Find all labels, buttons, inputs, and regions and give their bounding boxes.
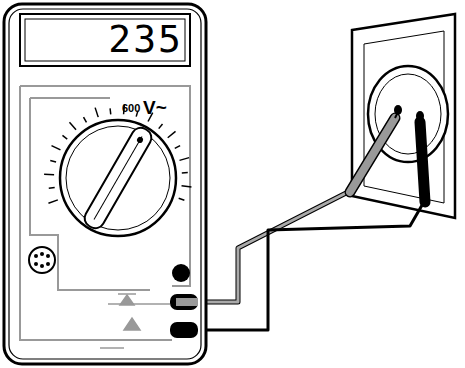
test-leads xyxy=(198,190,425,330)
dial-tick xyxy=(109,108,111,114)
dial-tick xyxy=(51,146,60,150)
dial-tick xyxy=(84,117,87,122)
probes xyxy=(350,110,425,202)
dial-tick xyxy=(168,131,176,137)
dial-tick xyxy=(182,186,192,187)
display-reading: 235 xyxy=(108,20,183,58)
dial-tick xyxy=(95,108,98,118)
wall-outlet xyxy=(352,14,455,218)
dial-tick xyxy=(182,172,188,174)
dial-tick xyxy=(179,198,185,200)
dial-tick xyxy=(49,187,55,189)
dial-tick xyxy=(62,135,67,139)
dial-tick xyxy=(48,200,57,203)
range-unit: V~ xyxy=(143,98,167,117)
dial-tick xyxy=(50,160,56,162)
dial-tick xyxy=(159,124,163,129)
dial-tick xyxy=(180,158,190,161)
dial-tick xyxy=(44,173,54,175)
dial-tick xyxy=(69,122,76,130)
dial-tick xyxy=(175,146,180,149)
range-value: 600 xyxy=(122,103,140,114)
